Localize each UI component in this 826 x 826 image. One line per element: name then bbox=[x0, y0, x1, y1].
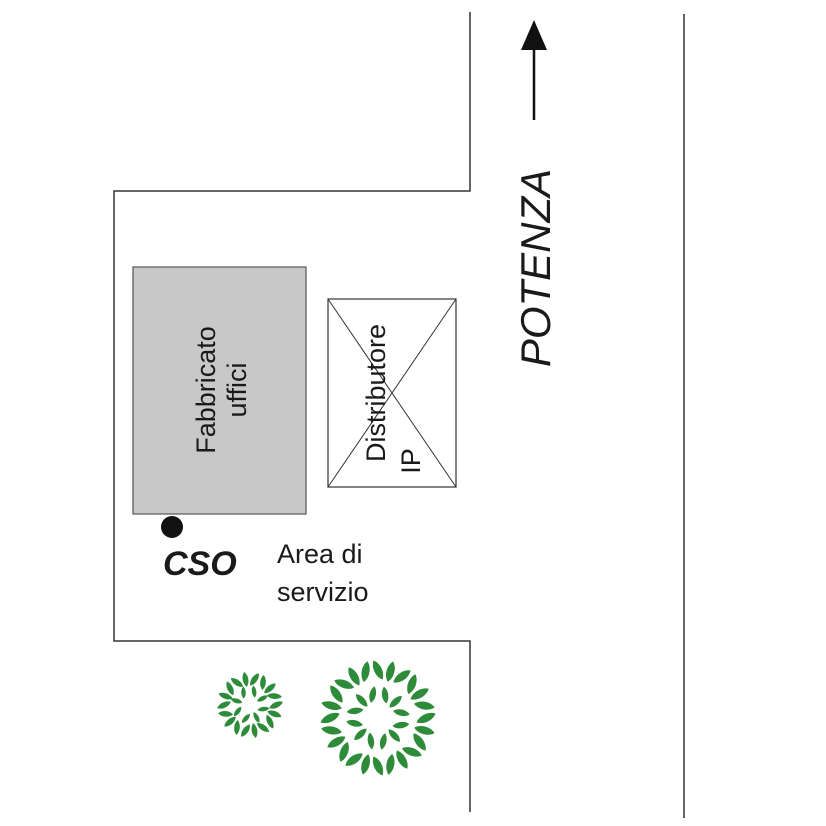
road-label: POTENZA bbox=[512, 169, 559, 367]
tree-icon bbox=[320, 660, 436, 776]
cso-marker bbox=[161, 516, 183, 538]
distributor-label-line2: IP bbox=[396, 448, 426, 474]
tree-icon bbox=[217, 672, 283, 738]
service-area-label-line2: servizio bbox=[277, 577, 369, 607]
building-label-line2: uffici bbox=[222, 362, 252, 417]
fuel-distributor bbox=[327, 298, 457, 488]
office-building bbox=[132, 266, 307, 515]
distributor-label-line1: Distributore bbox=[361, 324, 391, 462]
lot-boundary bbox=[113, 12, 471, 812]
building-label-line1: Fabbricato bbox=[191, 326, 221, 454]
service-area-label-line1: Area di bbox=[277, 539, 363, 569]
arrow-up-icon bbox=[521, 20, 547, 120]
cso-label: CSO bbox=[163, 545, 237, 583]
